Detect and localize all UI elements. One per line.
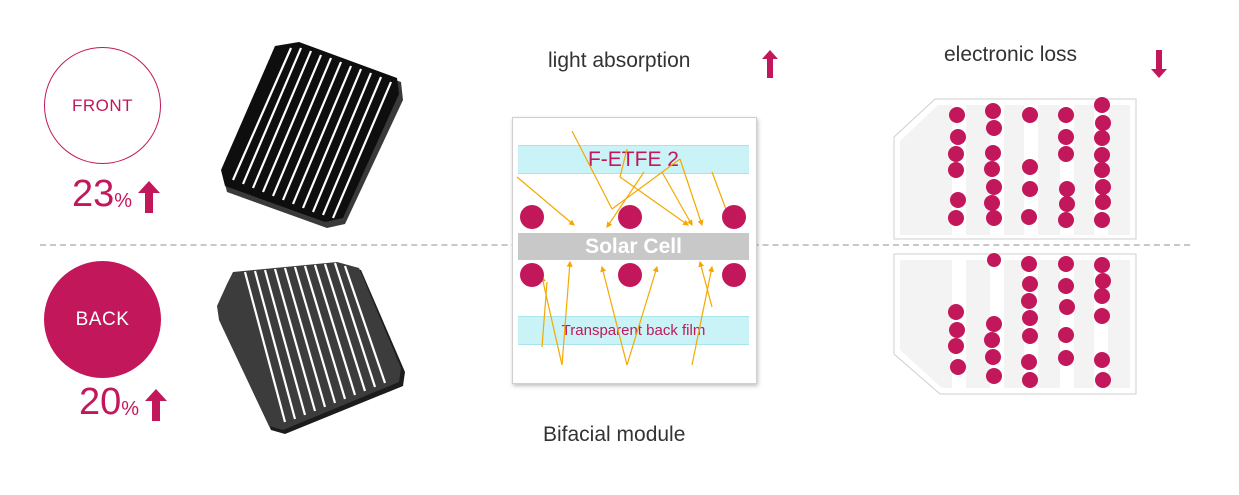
solar-cell-label: Solar Cell xyxy=(585,234,682,258)
electronic-loss-top-panel xyxy=(893,97,1137,240)
bottom-film-label: Transparent back film xyxy=(561,322,706,339)
arrow-down-icon xyxy=(1151,50,1167,78)
arrow-up-icon xyxy=(138,181,161,213)
solar-cell-layer: Solar Cell xyxy=(518,233,749,260)
bifacial-module-caption: Bifacial module xyxy=(543,423,686,446)
light-rays-overlay xyxy=(516,130,746,366)
back-solar-panel-illustration xyxy=(217,262,405,434)
electronic-loss-bottom-panel xyxy=(893,253,1137,395)
front-solar-panel-illustration xyxy=(221,42,403,228)
light-absorption-label: light absorption xyxy=(548,49,691,72)
back-percent-value: 20 xyxy=(79,381,122,423)
front-label: FRONT xyxy=(71,95,134,115)
back-label: BACK xyxy=(75,308,130,330)
top-film-label: F-ETFE 2 xyxy=(587,147,679,171)
front-badge: FRONT xyxy=(44,47,161,164)
arrow-up-icon xyxy=(762,50,778,78)
back-badge: BACK xyxy=(44,261,161,378)
electronic-loss-label: electronic loss xyxy=(944,43,1078,66)
arrow-up-icon xyxy=(145,389,168,421)
back-percent-unit: % xyxy=(121,398,140,420)
top-film-layer: F-ETFE 2 xyxy=(518,145,749,174)
front-efficiency: 23 % xyxy=(72,173,161,215)
front-percent-unit: % xyxy=(114,190,133,212)
back-efficiency: 20 % xyxy=(79,381,168,423)
front-percent-value: 23 xyxy=(72,173,115,215)
